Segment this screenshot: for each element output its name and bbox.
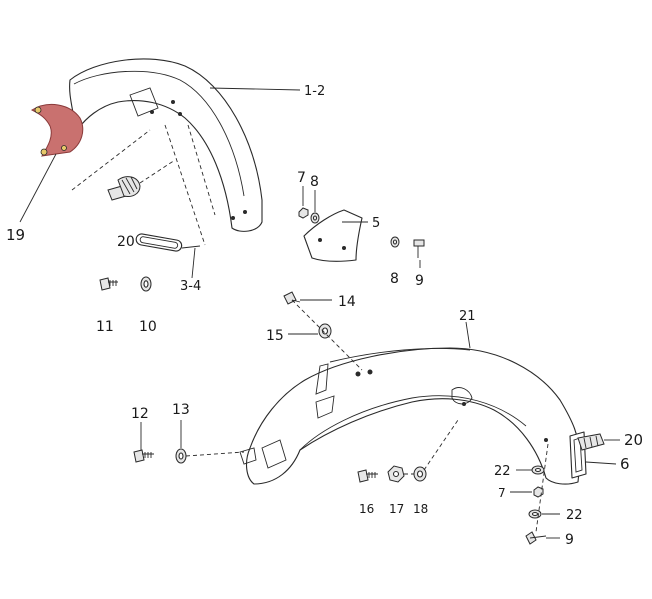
bolt-part-9-lower: [525, 531, 547, 545]
bracket-part-5: [303, 209, 363, 262]
dash-flap-to-fender: [71, 129, 151, 191]
callout-21: 21: [459, 309, 476, 324]
screw-part-11: [99, 277, 118, 291]
callout-22-lower: 22: [566, 508, 583, 523]
dash-top-hw: [291, 299, 363, 371]
callout-9-upper: 9: [415, 273, 424, 289]
callout-11: 11: [96, 319, 114, 335]
leader-19: [19, 153, 57, 223]
washer-part-22-lower: [528, 509, 542, 519]
callout-17: 17: [389, 502, 404, 516]
callout-20-upper: 20: [117, 234, 135, 250]
callout-3-4: 3-4: [180, 279, 201, 294]
callout-14: 14: [338, 294, 356, 310]
callout-20-lower: 20: [624, 431, 643, 449]
bolt-part-12: [133, 449, 154, 463]
leader-21: [465, 321, 471, 349]
nut-part-7-upper: [298, 207, 309, 219]
callout-18: 18: [413, 502, 428, 516]
front-fender: [69, 58, 263, 232]
leader-6: [585, 461, 617, 465]
callout-7-lower: 7: [498, 486, 506, 500]
callout-16: 16: [359, 502, 374, 516]
band-part-3-4: [135, 233, 201, 252]
washer-part-18: [413, 466, 427, 482]
leader-3-4: [191, 247, 196, 279]
callout-5: 5: [372, 216, 380, 231]
washer-part-13: [175, 448, 187, 464]
callout-15: 15: [266, 328, 284, 344]
callout-19: 19: [6, 226, 25, 244]
dash-fender-to-3-4b: [187, 124, 216, 216]
dash-lower-stack: [535, 443, 549, 533]
bolt-part-9-upper: [413, 239, 425, 258]
bumper-part-20-lower: [577, 433, 605, 451]
washer-part-8-upper: [310, 212, 320, 224]
nut-part-17: [387, 465, 405, 483]
callout-12: 12: [131, 406, 149, 422]
callout-9-lower: 9: [565, 532, 574, 548]
callout-22-upper: 22: [494, 464, 511, 479]
washer-part-10: [140, 276, 152, 292]
bolt-part-16: [357, 469, 378, 483]
dash-bottom-hw: [404, 419, 459, 475]
callout-7-upper: 7: [297, 170, 306, 186]
callout-1-2: 1-2: [304, 84, 325, 99]
leader-1-2: [209, 87, 301, 91]
callout-6: 6: [620, 455, 630, 473]
callout-8-right: 8: [390, 271, 399, 287]
mud-flap-part-19: [30, 103, 84, 157]
callout-10: 10: [139, 319, 157, 335]
dash-bolt-20-to-fender: [139, 159, 176, 184]
washer-part-8-right: [390, 236, 400, 248]
rear-fender-part-21: [239, 347, 581, 485]
bolt-part-20-upper: [107, 176, 141, 201]
callout-8-upper: 8: [310, 174, 319, 190]
callout-13: 13: [172, 402, 190, 418]
dash-left-hw: [185, 451, 245, 457]
dash-fender-to-3-4: [164, 124, 206, 246]
bolt-part-14: [283, 291, 301, 305]
washer-part-15: [318, 323, 332, 339]
washer-part-22-upper: [531, 465, 545, 475]
